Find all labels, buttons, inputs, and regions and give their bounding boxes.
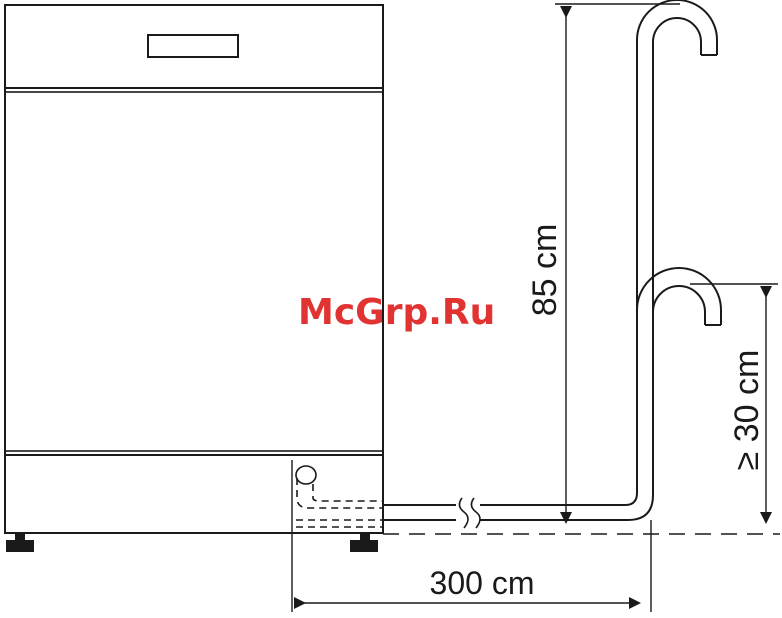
drain-hose-low-loop-inner — [653, 286, 705, 325]
label-height-max: 85 cm — [526, 224, 564, 317]
watermark-text: McGrp.Ru — [298, 292, 495, 333]
drain-hose-low-loop-outer — [637, 268, 721, 325]
label-length-max: 300 cm — [430, 565, 535, 601]
foot-left — [6, 533, 34, 552]
dishwasher — [5, 5, 383, 533]
display-window — [148, 35, 238, 57]
dishwasher-cabinet — [5, 5, 383, 533]
internal-hose-dashed — [297, 478, 382, 508]
foot-right — [350, 533, 378, 552]
door-panel — [5, 92, 383, 451]
hose-break-symbol — [456, 495, 480, 529]
drain-pump-outlet — [296, 466, 316, 484]
dimension-85cm — [555, 4, 680, 522]
drain-connector — [296, 466, 382, 527]
label-height-min: ≥ 30 cm — [728, 350, 766, 471]
dishwasher-feet — [6, 533, 378, 552]
